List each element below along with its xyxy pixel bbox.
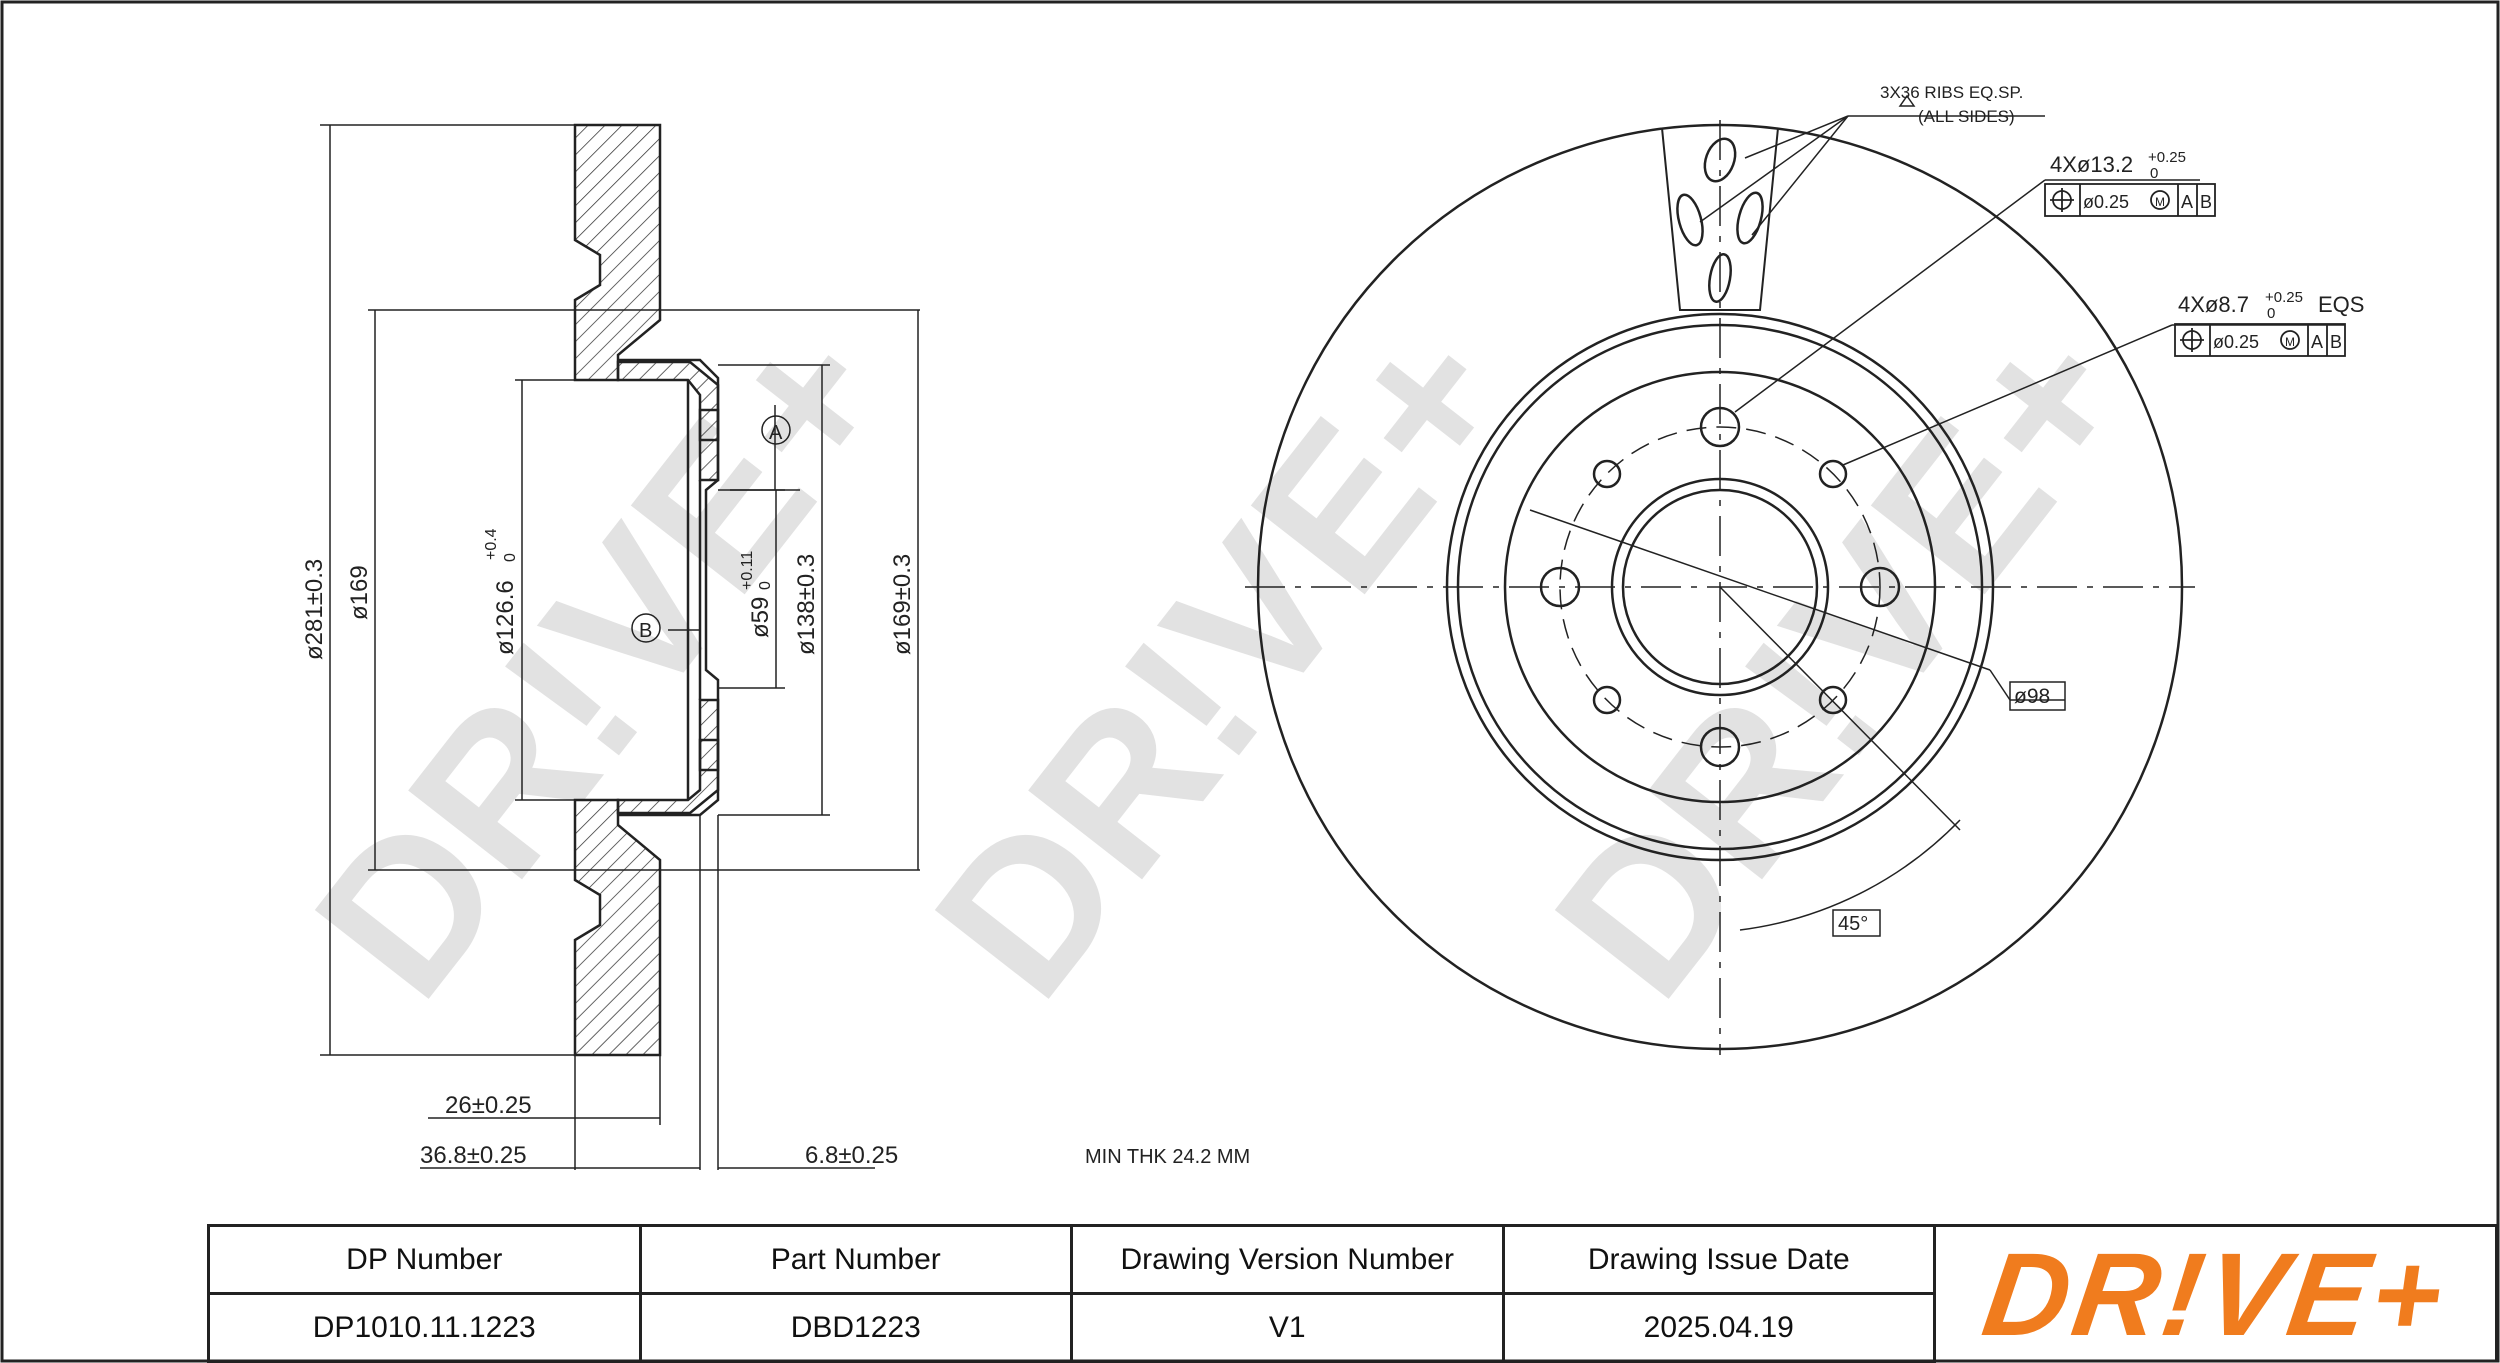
fcf1-datum-a: A [2181,192,2193,212]
dim-169: ø169 [346,565,373,620]
holes-8-7-tol: +0.25 [2265,289,2303,306]
dim-169-tol: ø169±0.3 [889,554,916,655]
vent-rib-4 [1708,253,1732,303]
fcf2-modifier: M [2285,335,2295,349]
front-view [1245,94,2346,1055]
all-sides-note: (ALL SIDES) [1918,107,2015,126]
pin-hole-br [1818,685,1848,715]
brand-logo-text: DR!VE+ [1976,1228,2455,1361]
value-issue-date: 2025.04.19 [1501,1292,1936,1363]
vent-cutaway [1661,127,1779,311]
bolt-hole-bottom [1699,726,1741,768]
datum-a-bubble [761,415,791,445]
datum-b-label: B [639,620,652,642]
header-drawing-version: Drawing Version Number [1070,1224,1505,1295]
side-view-labels: ø281±0.3 ø169 ø126.6 +0.4 0 ø59 +0.11 0 … [301,422,1250,1169]
dim-126-tol0: 0 [502,553,519,562]
holes-8-7-tol0: 0 [2267,305,2275,322]
stud-lower [698,738,720,772]
angle-label: 45° [1838,913,1868,935]
vent-rib-1 [1703,137,1737,183]
title-block-value-row: DP1010.11.1223 DBD1223 V1 2025.04.19 [207,1292,1936,1363]
fcf2-datum-b: B [2330,332,2342,352]
fcf2-datum-a: A [2311,332,2323,352]
front-view-labels: 3X36 RIBS EQ.SP. (ALL SIDES) 4Xø13.2 +0.… [1838,83,2364,935]
brand-logo: DR!VE+ [1936,1224,2498,1362]
pcd-label: ø98 [2014,685,2050,708]
dim-281: ø281±0.3 [301,559,328,660]
bolt-hole-right [1859,566,1901,608]
bolt-hole-left [1539,566,1581,608]
ribs-note: 3X36 RIBS EQ.SP. [1880,83,2023,102]
front-leaders [1529,115,2345,931]
fcf1-datum-b: B [2200,192,2212,212]
holes-13-2-tol0: 0 [2150,165,2158,182]
dim-138: ø138±0.3 [793,554,820,655]
holes-13-2: 4Xø13.2 [2050,152,2133,177]
pin-hole-tr [1818,459,1848,489]
dim-6-8: 6.8±0.25 [805,1142,898,1169]
fcf-8-7 [2174,323,2346,357]
value-drawing-version: V1 [1070,1292,1505,1363]
upper-ring-section [573,123,662,382]
header-issue-date: Drawing Issue Date [1501,1224,1936,1295]
datum-a-label: A [769,422,783,444]
dim-26: 26±0.25 [445,1092,532,1119]
fcf1-modifier: M [2155,195,2165,209]
side-view [320,123,920,1170]
header-part-number: Part Number [638,1224,1073,1295]
dim-126: ø126.6 [492,580,519,655]
lower-ring-section [573,798,662,1057]
fcf-13-2 [2044,183,2216,217]
min-thickness: MIN THK 24.2 MM [1085,1146,1250,1168]
title-block: DP Number Part Number Drawing Version Nu… [207,1224,1936,1363]
vent-rib-3 [1736,191,1764,245]
dim-36-8: 36.8±0.25 [420,1142,527,1169]
datum-b-bubble [631,613,661,643]
watermark-center: DR!VE+ [890,282,1553,1038]
fcf2-tolerance: ø0.25 [2213,332,2259,352]
pcd-box [2009,681,2066,711]
angle-box [1832,909,1881,937]
side-dimension-lines [329,125,919,1169]
fcf1-tolerance: ø0.25 [2083,192,2129,212]
holes-8-7-eqs: EQS [2318,292,2364,317]
value-dp-number: DP1010.11.1223 [207,1292,642,1363]
header-dp-number: DP Number [207,1224,642,1295]
bolt-hole-top [1699,406,1741,448]
triangle-symbol [1898,94,1916,107]
dim-126-tol: +0.4 [483,528,500,560]
holes-8-7: 4Xø8.7 [2178,292,2249,317]
value-part-number: DBD1223 [638,1292,1073,1363]
dim-59-tol0: 0 [757,581,774,590]
vent-rib-2 [1676,193,1704,247]
pin-hole-tl [1592,459,1622,489]
stud-upper [698,408,720,442]
pin-hole-bl [1592,685,1622,715]
watermark: DR!VE+ DR!VE+ DR!VE+ [270,282,2173,1038]
dim-59-tol: +0.11 [739,551,756,590]
title-block-header-row: DP Number Part Number Drawing Version Nu… [207,1224,1936,1295]
holes-13-2-tol: +0.25 [2148,149,2186,166]
dim-59: ø59 [747,597,774,638]
hub-section-upper [618,358,720,817]
